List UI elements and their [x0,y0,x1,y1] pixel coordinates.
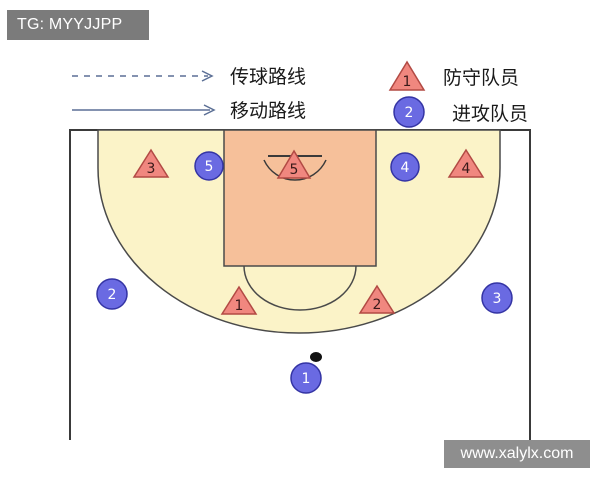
attacker-4: 4 [390,152,420,182]
svg-text:2: 2 [405,105,414,121]
attacker-5: 5 [194,151,224,181]
move-route-arrowhead [203,104,216,116]
legend-attacker-label: 进攻队员 [452,103,528,125]
paint-area [223,129,377,267]
svg-text:5: 5 [290,162,299,178]
attacker-3: 3 [481,282,513,314]
defender-3: 3 [132,148,170,178]
free-throw-arc [243,265,357,311]
attacker-1: 1 [290,362,322,394]
svg-text:1: 1 [302,371,311,387]
svg-text:2: 2 [108,287,117,303]
header-tag: TG: MYYJJPP [7,10,149,40]
svg-text:2: 2 [373,297,382,313]
legend-defender-label: 防守队员 [443,67,519,89]
svg-text:5: 5 [205,159,214,175]
svg-text:3: 3 [147,161,156,177]
legend-defender-symbol: 1 [388,60,426,91]
svg-text:4: 4 [462,161,471,177]
legend-pass-route-label: 传球路线 [230,66,306,88]
svg-text:3: 3 [493,291,502,307]
svg-text:1: 1 [403,74,412,90]
defender-2: 2 [358,284,396,314]
defender-1: 1 [220,285,258,315]
legend-attacker-symbol: 2 [393,96,425,128]
svg-text:4: 4 [401,160,410,176]
restricted-arc [263,159,327,181]
attacker-2: 2 [96,278,128,310]
svg-text:1: 1 [235,298,244,314]
defender-5: 5 [276,149,312,179]
defender-4: 4 [447,148,485,178]
legend-move-route-label: 移动路线 [230,100,306,122]
basketball [310,352,322,362]
pass-route-arrowhead [201,70,214,82]
watermark: www.xalylx.com [444,440,590,468]
